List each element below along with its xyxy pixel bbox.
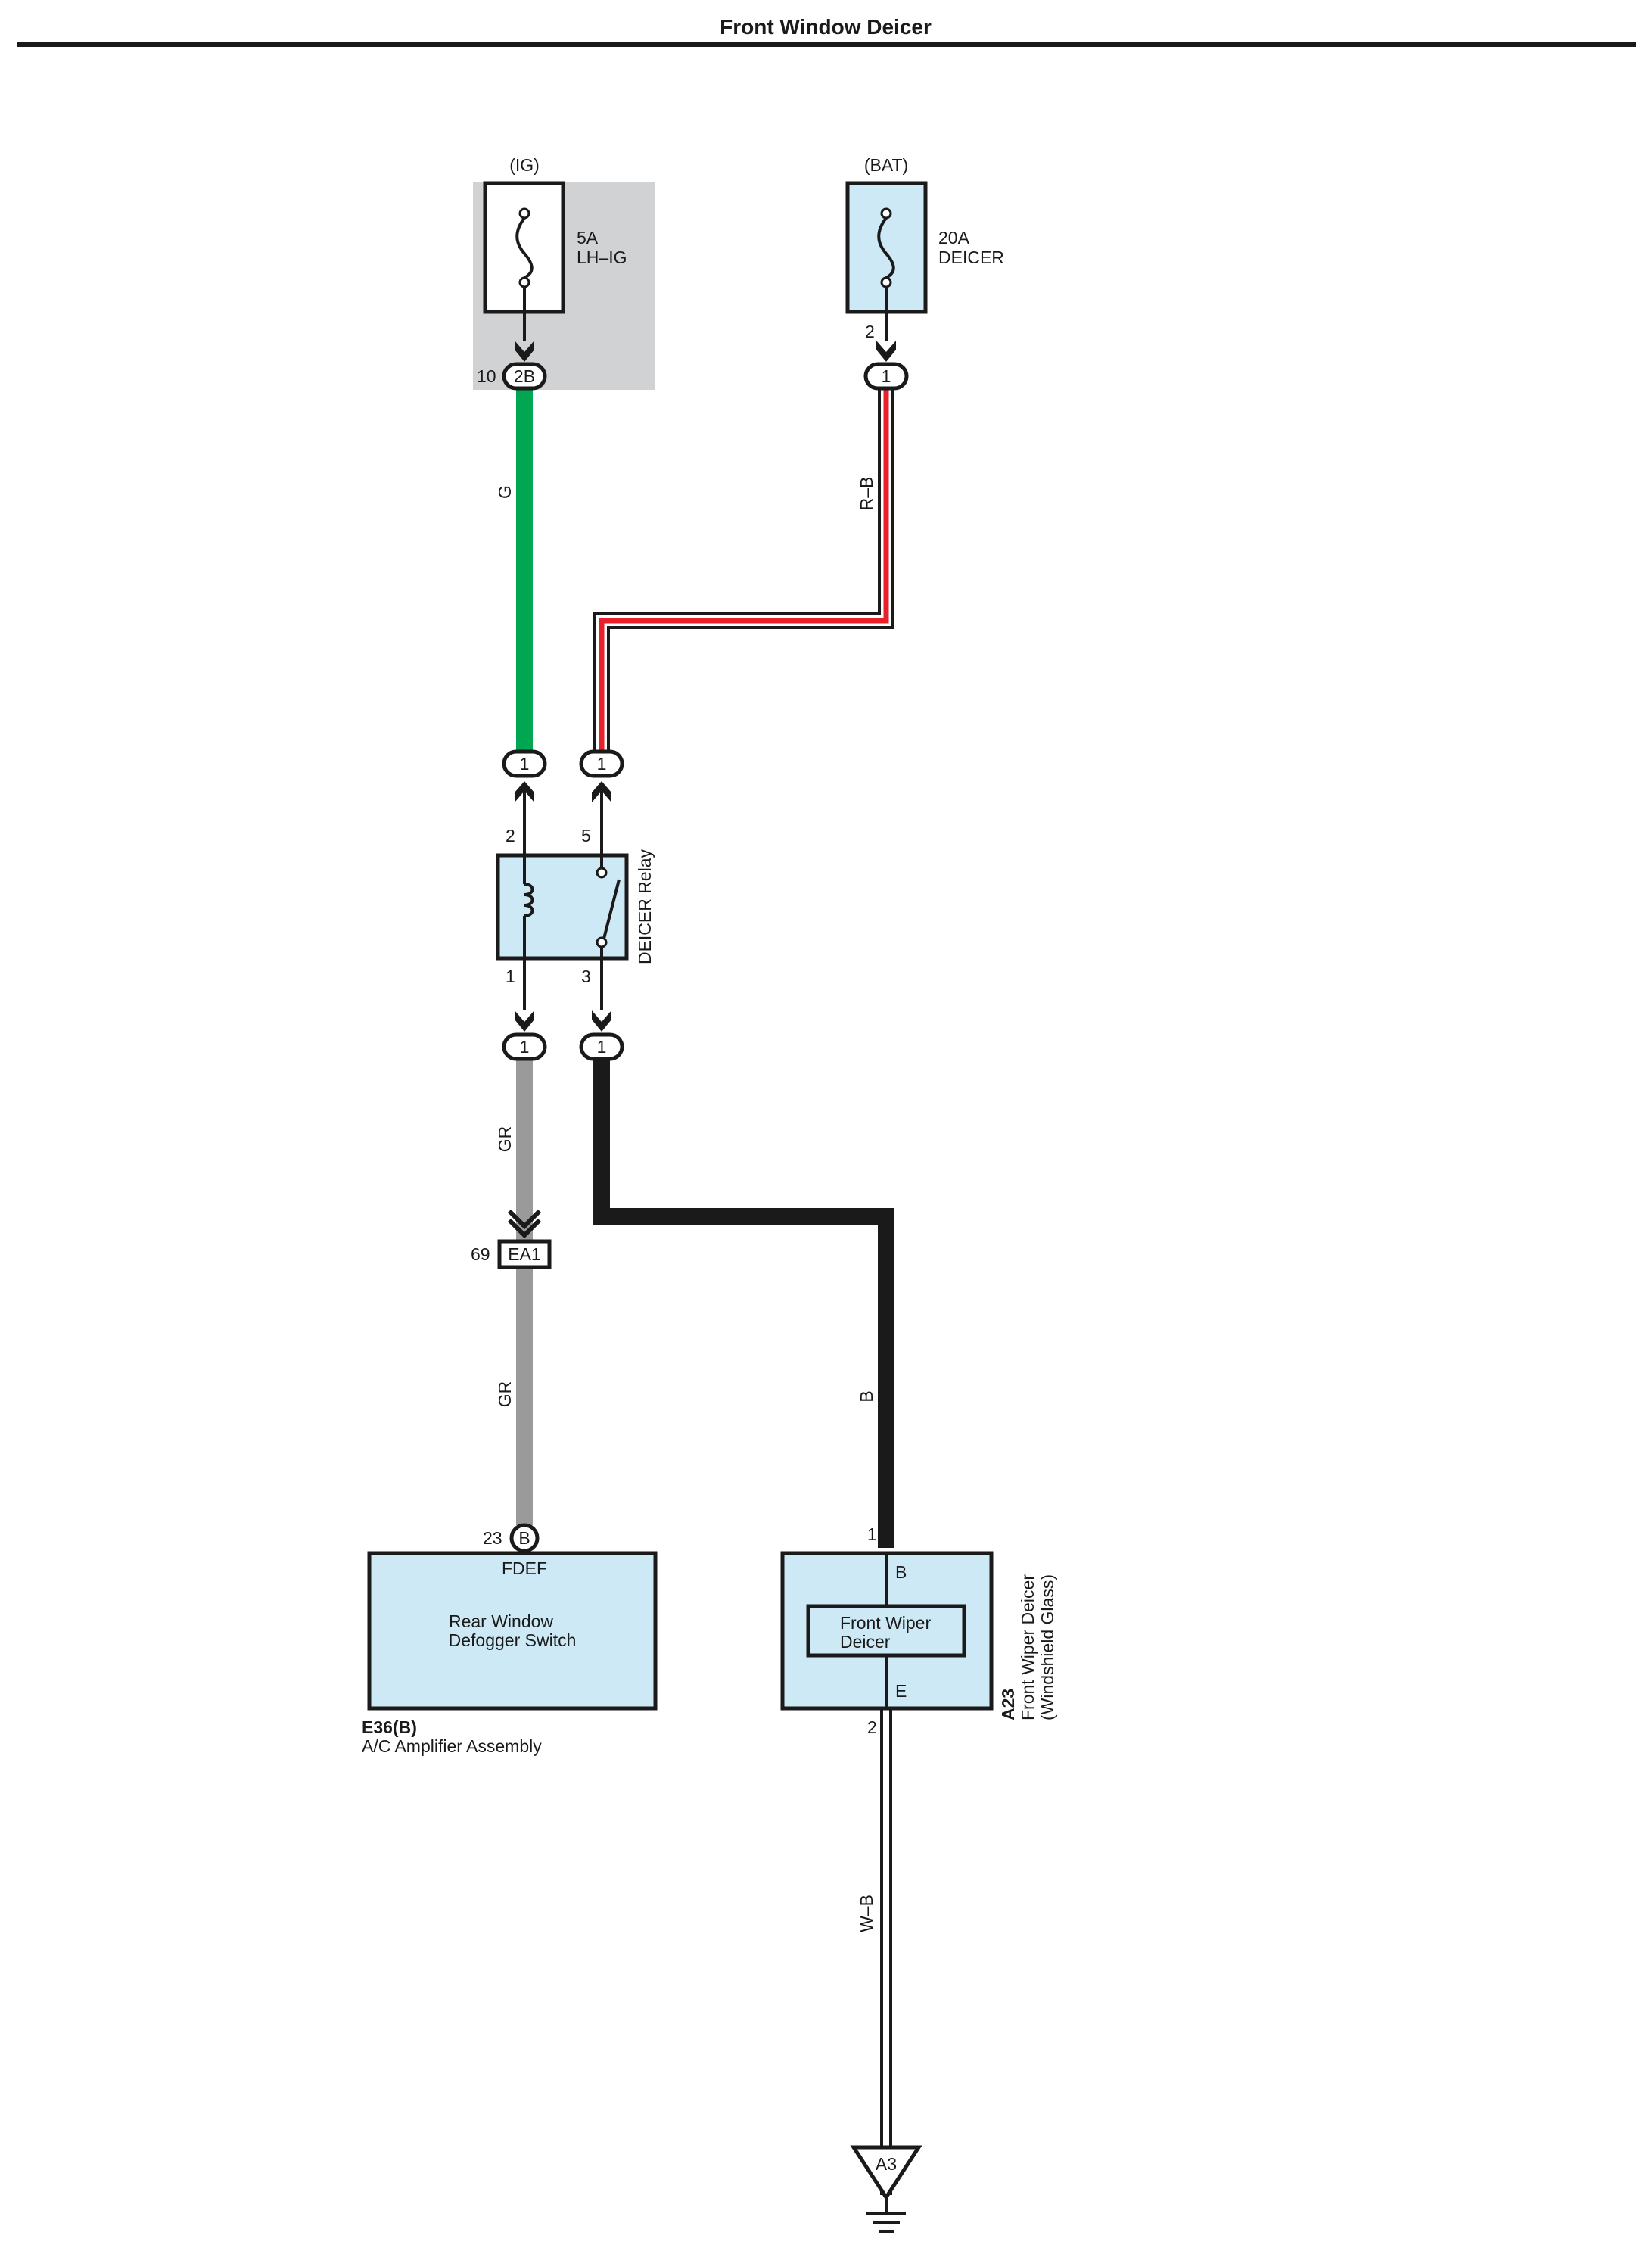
deicer-pin-bottom: 2	[867, 1717, 877, 1737]
relay-pin-coil-bottom: 1	[506, 967, 515, 986]
amplifier-connector	[509, 1523, 540, 1553]
deicer-fuse-pin-number: 2	[865, 322, 875, 341]
deicer-line2: Deicer	[840, 1632, 891, 1652]
amplifier-connector-label: B	[518, 1528, 530, 1548]
relay-connector-lower-right-label: 1	[597, 1037, 607, 1057]
lh-ig-pin-number: 10	[477, 366, 496, 386]
deicer-name1: Front Wiper Deicer	[1018, 1574, 1038, 1720]
amplifier-terminal: FDEF	[502, 1558, 547, 1578]
ea1-pin-number: 69	[471, 1244, 490, 1264]
title-rule	[17, 42, 1636, 47]
relay-coil-icon	[523, 855, 534, 958]
wire-wb-label: W–B	[857, 1895, 876, 1932]
deicer-relay-box	[496, 853, 629, 961]
relay-connector-upper-right	[579, 749, 624, 778]
relay-arrow-down-right	[592, 958, 611, 1032]
connector-2b	[502, 362, 547, 391]
relay-pin-switch-bottom: 3	[581, 967, 591, 986]
relay-pin-switch-top: 5	[581, 826, 591, 845]
deicer-code: A23	[998, 1689, 1018, 1720]
connector-deicer-fuse-label: 1	[882, 366, 891, 386]
relay-name: DEICER Relay	[635, 848, 655, 964]
fuse-lh-ig-icon	[515, 207, 534, 312]
diagram-title: Front Window Deicer	[720, 15, 932, 39]
wire-rb-stripe	[599, 388, 889, 752]
relay-connector-lower-left-label: 1	[520, 1037, 530, 1057]
connector-ea1-label: EA1	[508, 1244, 540, 1264]
amplifier-line1: Rear Window	[449, 1611, 553, 1631]
deicer-name2: (Windshield Glass)	[1038, 1574, 1057, 1720]
wire-rb-label: R–B	[857, 477, 876, 511]
ground-a3-label: A3	[876, 2154, 897, 2174]
fuse-lh-ig-name: LH–IG	[577, 248, 627, 267]
deicer-element	[806, 1604, 966, 1658]
relay-arrow-up-right	[592, 781, 611, 855]
fuse-deicer-icon	[877, 207, 895, 312]
relay-connector-lower-left	[502, 1032, 547, 1061]
wire-g-label: G	[495, 485, 515, 499]
relay-connector-upper-right-label: 1	[597, 754, 607, 774]
relay-connector-lower-right	[579, 1032, 624, 1061]
arrow-lh-ig-down	[515, 312, 534, 362]
relay-pin-coil-top: 2	[506, 826, 515, 845]
relay-connector-upper-left	[502, 749, 547, 778]
deicer-terminal-top: B	[895, 1562, 907, 1582]
ground-a3-triangle	[850, 2145, 922, 2201]
ac-amplifier-box	[367, 1551, 658, 1711]
arrow-deicer-fuse-down	[876, 312, 896, 362]
amplifier-code: E36(B)	[362, 1717, 417, 1737]
deicer-terminal-bottom: E	[895, 1681, 907, 1701]
wire-gr-lower-label: GR	[495, 1381, 515, 1408]
wire-rb-inner	[596, 388, 891, 752]
fuse-deicer-rating: 20A	[938, 228, 970, 248]
fuse-lh-ig-rating: 5A	[577, 228, 599, 248]
ea1-chevron-icon	[507, 1209, 542, 1239]
amplifier-name: A/C Amplifier Assembly	[362, 1736, 542, 1756]
ig-source-label: (IG)	[509, 155, 540, 175]
wire-gr-upper-label: GR	[495, 1126, 515, 1153]
relay-arrow-down-left	[515, 958, 534, 1032]
wire-rb-outline	[593, 388, 894, 752]
relay-switch-icon	[596, 855, 621, 958]
wire-b	[593, 1056, 894, 1548]
deicer-line1: Front Wiper	[840, 1613, 931, 1633]
amplifier-pin-number: 23	[483, 1528, 502, 1548]
fuse-deicer-name: DEICER	[938, 248, 1004, 267]
relay-connector-upper-left-label: 1	[520, 754, 530, 774]
connector-deicer-fuse	[863, 362, 909, 391]
bat-source-label: (BAT)	[864, 155, 908, 175]
deicer-pin-top: 1	[867, 1524, 877, 1544]
ground-icon	[866, 2197, 906, 2233]
connector-2b-label: 2B	[514, 366, 535, 386]
amplifier-line2: Defogger Switch	[449, 1630, 577, 1650]
wire-b-label: B	[857, 1390, 876, 1402]
relay-arrow-up-left	[515, 781, 534, 855]
connector-ea1	[497, 1239, 552, 1269]
